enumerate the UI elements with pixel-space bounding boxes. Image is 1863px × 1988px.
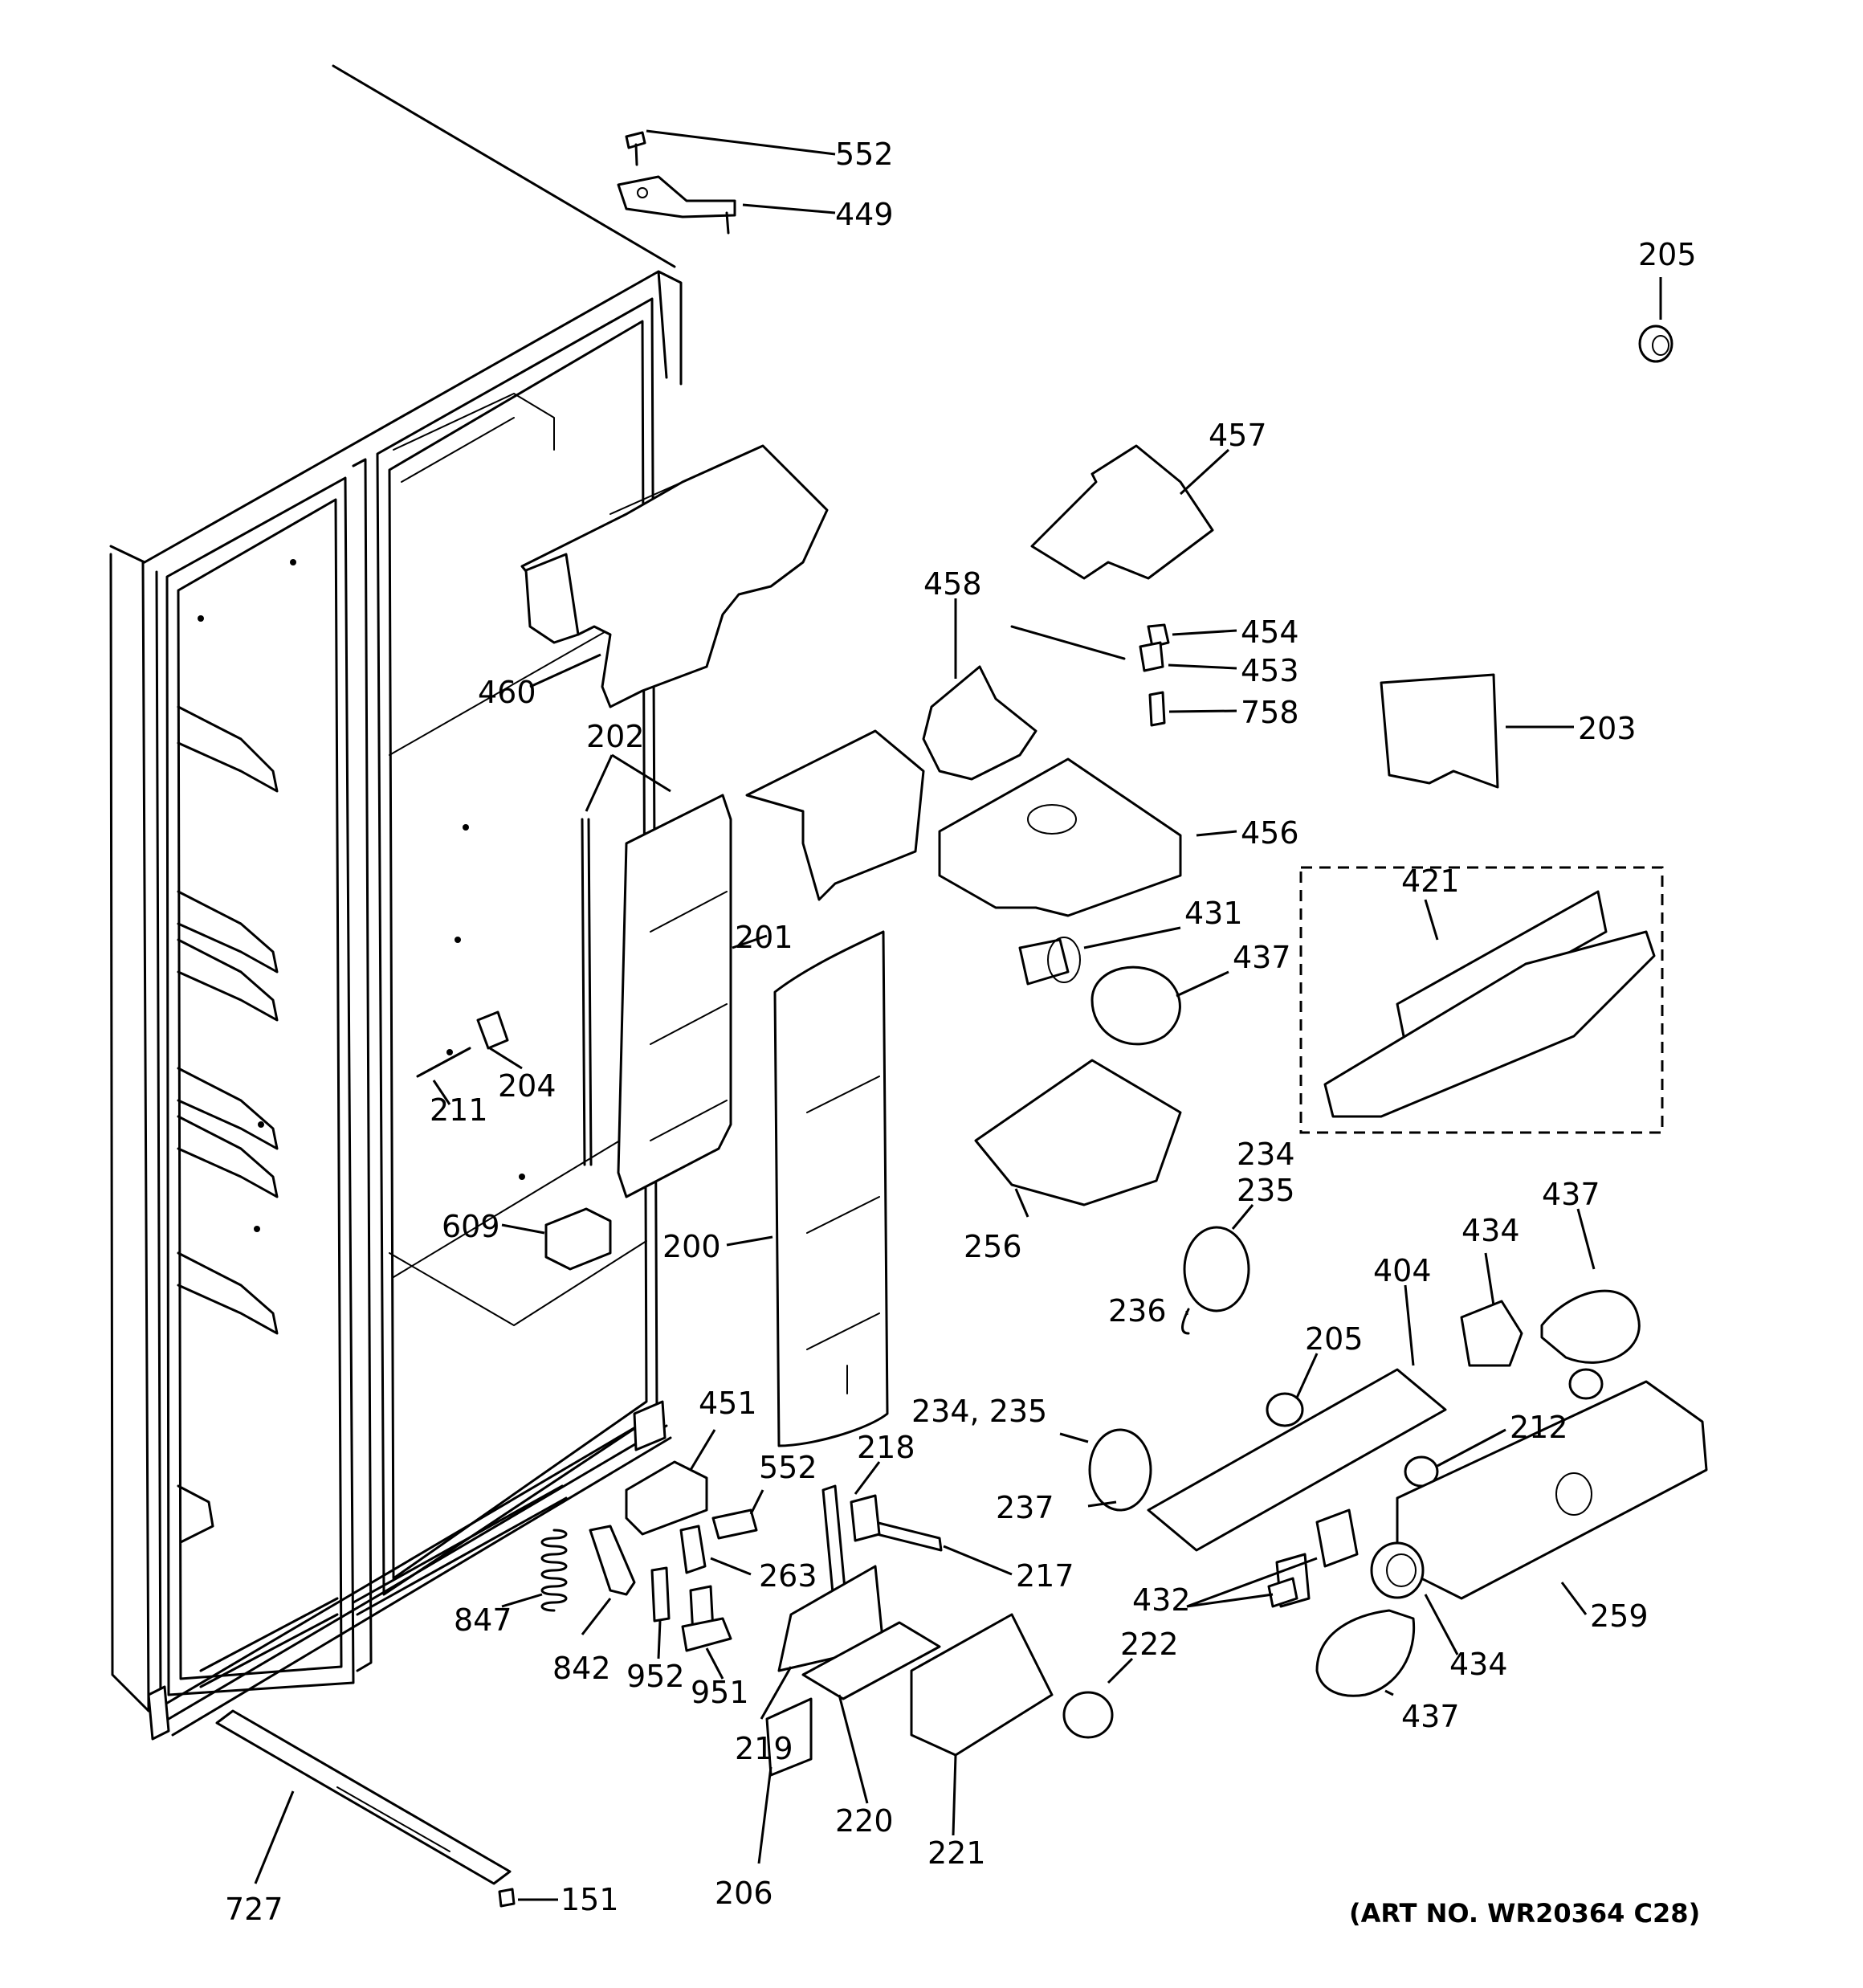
callout-label-c437c: 437 [1401,1699,1460,1734]
callout-label-c456: 456 [1241,815,1299,851]
callout-label-c434a: 434 [1461,1213,1520,1248]
callout-label-c202: 202 [586,719,645,754]
callout-label-c434b: 434 [1449,1647,1508,1682]
part-212-grommets [1404,1368,1604,1488]
part-434-socket-a [1460,1300,1523,1367]
callout-label-c206: 206 [715,1876,773,1911]
callout-label-c263: 263 [759,1558,817,1594]
callout-label-c221: 221 [927,1835,986,1871]
part-200-cover-panel [773,930,889,1447]
callout-label-c222: 222 [1120,1627,1179,1662]
part-421-control-board [1299,866,1664,1134]
part-205-grommet-top [1638,325,1673,363]
callout-label-c951: 951 [691,1675,749,1710]
callout-label-c609: 609 [442,1209,500,1244]
art-number: (ART NO. WR20364 C28) [1349,1898,1700,1929]
part-237-spring [1088,1428,1152,1512]
part-437-bulb-b [1540,1289,1641,1364]
callout-label-c205a: 205 [1638,237,1697,272]
part-204-211-screw-spacer [416,1010,509,1078]
leader-lines [254,129,1662,1901]
part-256-chute [974,1059,1182,1206]
callout-label-c151: 151 [561,1882,619,1917]
part-220-tray [801,1621,941,1700]
part-221-tray [910,1613,1054,1757]
callout-label-c259: 259 [1590,1598,1649,1634]
callout-label-c234b: 234, 235 [911,1394,1047,1429]
callout-label-c421: 421 [1401,863,1460,899]
part-205-grommet-mid [1266,1392,1304,1427]
callout-label-c235a: 235 [1237,1173,1295,1208]
callout-label-c200: 200 [662,1229,721,1264]
callout-label-c204: 204 [498,1068,556,1104]
part-552-263-screw-fitting [679,1508,758,1574]
part-236-spring [1181,1226,1250,1335]
part-727-kick-plate [215,1709,512,1885]
callout-label-c237: 237 [996,1490,1054,1525]
part-449-hinge [617,175,736,235]
part-451-bracket [625,1460,708,1536]
callout-label-c847: 847 [454,1602,512,1638]
part-203-cover [1380,673,1499,789]
part-552-top-screw [625,131,646,166]
callout-label-c437a: 437 [1233,940,1291,975]
part-847-spring [540,1529,568,1612]
callout-label-c203: 203 [1578,711,1637,746]
callout-label-c211: 211 [430,1092,488,1128]
callout-label-c457: 457 [1209,418,1267,453]
part-206-cover [765,1697,813,1777]
callout-label-c552a: 552 [835,137,894,172]
callout-label-c758: 758 [1241,695,1299,730]
part-432-switches [1267,1508,1359,1608]
part-217-shaft [850,1494,943,1552]
callout-label-c234a: 234 [1237,1137,1295,1172]
callout-label-c220: 220 [835,1803,894,1839]
callout-label-c842: 842 [552,1651,611,1686]
callout-label-c205b: 205 [1305,1321,1364,1357]
callout-label-c236: 236 [1108,1293,1167,1329]
callout-label-c952: 952 [626,1659,685,1694]
callout-label-c460: 460 [478,675,536,710]
part-952-pin [650,1566,671,1623]
callout-label-c432: 432 [1132,1582,1191,1618]
part-609-switch [544,1207,612,1271]
part-456-housing [938,757,1182,917]
part-951-post [681,1585,732,1652]
part-431-socket [1018,937,1081,986]
part-454-453-758-parts [1010,623,1170,727]
callout-label-c437b: 437 [1542,1177,1600,1212]
callout-label-c727: 727 [225,1892,283,1927]
part-460-duct [520,444,829,708]
part-458-bracket [922,665,1037,781]
part-222-knob [1062,1691,1114,1739]
part-842-arm [589,1525,636,1596]
callout-label-c212: 212 [1510,1410,1568,1445]
callout-label-c404: 404 [1373,1253,1432,1288]
part-434-socket-b [1370,1541,1425,1599]
callout-label-c218: 218 [857,1430,915,1465]
part-437-bulb-a [1090,965,1181,1046]
callout-label-c256: 256 [964,1229,1022,1264]
callout-label-c454: 454 [1241,614,1299,650]
callout-label-c449: 449 [835,197,894,232]
part-202-gasket [581,818,593,1166]
callout-label-c431: 431 [1184,896,1243,931]
part-404-light-cover [1147,1368,1447,1552]
refrigerator-cabinet [109,64,683,1741]
part-201-panel [617,794,732,1198]
callout-label-c453: 453 [1241,653,1299,688]
callout-label-c458: 458 [923,566,982,602]
callout-label-c219: 219 [735,1731,793,1766]
callout-label-c451: 451 [699,1386,757,1421]
part-437-bulb-c [1315,1609,1416,1697]
callout-label-c201: 201 [735,920,793,955]
part-151-screw [498,1888,516,1908]
part-457-cover [1030,444,1214,580]
part-feeder-duct [745,729,925,901]
callout-label-c552b: 552 [759,1450,817,1485]
callout-label-c217: 217 [1016,1558,1074,1594]
